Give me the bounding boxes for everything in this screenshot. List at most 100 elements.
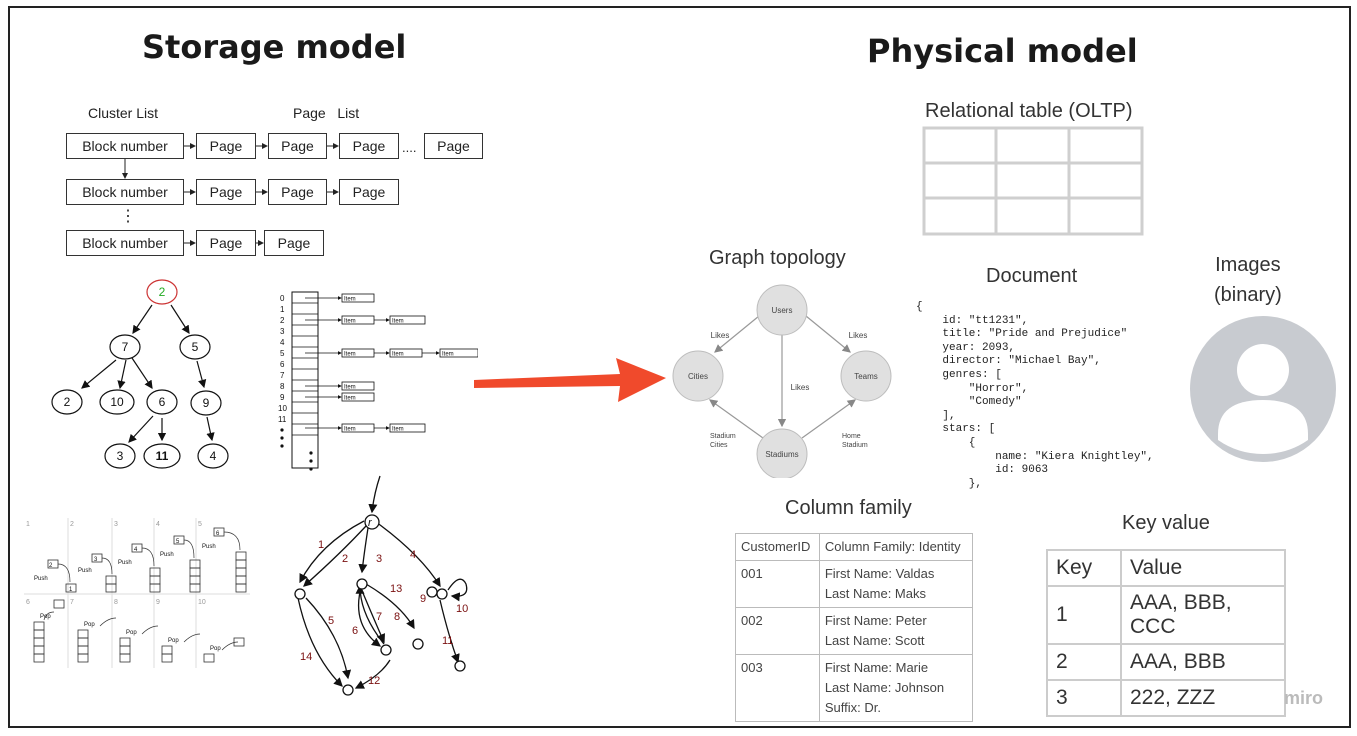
transform-arrow-icon [474,358,666,402]
tree-node: 10 [110,395,124,409]
push-label: Push [202,544,216,550]
cluster-list-label: Cluster List [88,105,159,121]
pop-label: Pop [168,638,179,644]
identity-value: Last Name: Johnson [824,680,945,695]
page-list-label: Page List [293,105,360,121]
edge-weight: 5 [328,615,334,627]
page-box: Page [268,133,327,159]
hash-index: 6 [280,360,285,369]
vertical-ellipsis: ⋮ [120,208,136,225]
images-label: Images (binary) [1214,254,1282,306]
value-cell: 222, ZZZ [1120,679,1286,717]
tree-node: 6 [159,395,166,409]
document-label: Document [986,265,1078,287]
stack-value: 5 [176,539,180,545]
customer-id-cell: 002 [735,607,820,655]
column-family-table: CustomerID Column Family: Identity 001 F… [735,533,974,722]
edge-weight: 4 [410,549,416,561]
identity-value: Last Name: Maks [824,586,926,601]
identity-value: First Name: Valdas [824,566,935,581]
hash-index: 9 [280,393,285,402]
pop-label: Pop [84,622,95,628]
hash-item: Item [344,385,356,391]
hash-index: 1 [280,305,285,314]
customer-id-cell: 001 [735,560,820,608]
relational-table-grid [922,126,1144,236]
hash-index: 5 [280,349,285,358]
edge-weight: 14 [300,651,312,663]
identity-value: Last Name: Scott [824,633,925,648]
stack-value: 1 [69,587,73,593]
edge-weight: 7 [376,611,382,623]
stack-step: 9 [156,599,160,606]
graph-node-users: Users [772,306,793,315]
stack-step: 2 [70,521,74,528]
hash-index: 11 [278,415,287,424]
graph-edge-label-home: Home [842,433,861,440]
push-label: Push [34,576,48,582]
graph-edge-label-cities: Cities [710,442,728,449]
pop-label: Pop [40,614,51,620]
hash-item: Item [344,427,356,433]
stack-step: 3 [114,521,118,528]
hash-index: 7 [280,371,285,380]
push-label: Push [118,560,132,566]
value-cell: AAA, BBB, CCC [1120,585,1286,645]
edge-weight: 10 [456,603,468,615]
edge-weight: 8 [394,611,400,623]
hash-item: Item [392,352,404,358]
page-box: Page [424,133,483,159]
stack-step: 8 [114,599,118,606]
table-header-row: CustomerID Column Family: Identity [735,533,974,561]
arrow-shape [474,358,666,402]
table-row: 001 First Name: Valdas Last Name: Maks [735,560,974,608]
block-number-box: Block number [66,133,184,159]
table-header-cell: CustomerID [735,533,820,561]
identity-cell: First Name: Marie Last Name: Johnson Suf… [818,654,974,722]
graph-edge-label: Likes [849,331,868,340]
identity-value: First Name: Peter [824,613,927,628]
hash-item: Item [392,427,404,433]
tree-node: 4 [210,449,217,463]
page-list-arrows [122,143,339,246]
key-value-label: Key value [1122,512,1210,534]
binary-tree-diagram: 2 7 5 2 10 6 9 3 11 4 [51,279,229,469]
edge-weight: 1 [318,539,324,551]
graph-topology-diagram: Users Cities Teams Stadiums Likes Likes … [672,284,892,478]
page-box: Page [264,230,324,256]
table-row: 002 First Name: Peter Last Name: Scott [735,607,974,655]
stack-step: 4 [156,521,160,528]
stack-value: 6 [216,531,220,537]
hash-index: 10 [278,404,287,413]
stack-diagram: 1 2 3 4 5 6 7 8 9 10 [24,518,250,668]
block-number-box: Block number [66,179,184,205]
table-header-row: Key Value [1046,549,1286,587]
hash-index: 8 [280,382,285,391]
graph-node-cities: Cities [688,372,708,381]
stack-step: 5 [198,521,202,528]
hash-table-diagram: 0 1 2 3 4 5 6 7 8 9 10 11 [278,291,478,471]
hash-item: Item [344,352,356,358]
tree-node: 7 [122,340,129,354]
identity-value: Suffix: Dr. [824,700,881,715]
storage-model-title: Storage model [142,28,407,66]
hash-item: Item [392,319,404,325]
hash-index: 3 [280,327,285,336]
identity-cell: First Name: Peter Last Name: Scott [818,607,974,655]
table-header-cell: Value [1120,549,1286,587]
stack-step: 10 [198,599,206,606]
hash-index: 4 [280,338,285,347]
directed-graph-diagram: r 1 2 3 4 5 6 7 8 9 10 11 12 13 14 [294,475,468,696]
page-box: Page [268,179,327,205]
hash-index: 2 [280,316,285,325]
stack-value: 3 [94,557,98,563]
graph-edge-label: Likes [711,331,730,340]
graph-node-teams: Teams [854,372,878,381]
page-box: Page [339,133,399,159]
board: Storage model Cluster List Page List Blo… [8,6,1351,728]
table-row: 003 First Name: Marie Last Name: Johnson… [735,654,974,722]
push-label: Push [78,568,92,574]
graph-edge-label: Likes [791,383,810,392]
page-box: Page [339,179,399,205]
stack-step: 6 [26,599,30,606]
